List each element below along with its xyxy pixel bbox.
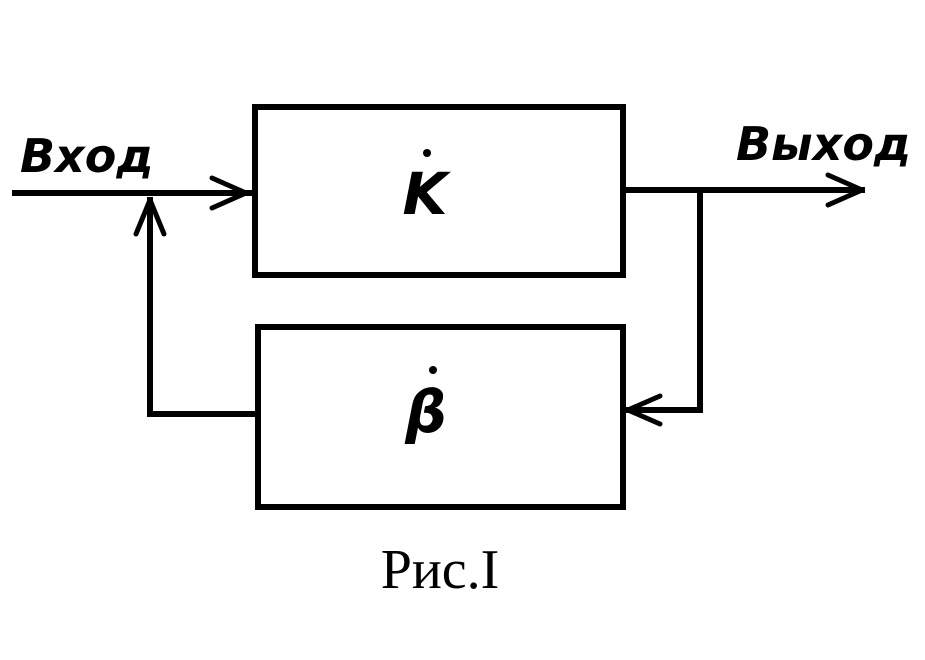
feedback-arrowhead xyxy=(625,393,663,427)
feedback-line-right xyxy=(624,187,703,413)
summing-arrowhead xyxy=(133,197,167,237)
feedback-line-left xyxy=(147,197,261,417)
figure-caption: Рис.I xyxy=(381,539,500,601)
feedback-block-label: β xyxy=(404,378,447,446)
input-label: Вход xyxy=(20,129,154,183)
input-arrowhead xyxy=(209,175,249,211)
feedback-block-dot xyxy=(429,366,437,374)
forward-block-label: K xyxy=(403,160,452,228)
output-label: Выход xyxy=(736,117,911,171)
forward-block-dot xyxy=(423,149,431,157)
output-arrowhead xyxy=(825,172,865,208)
